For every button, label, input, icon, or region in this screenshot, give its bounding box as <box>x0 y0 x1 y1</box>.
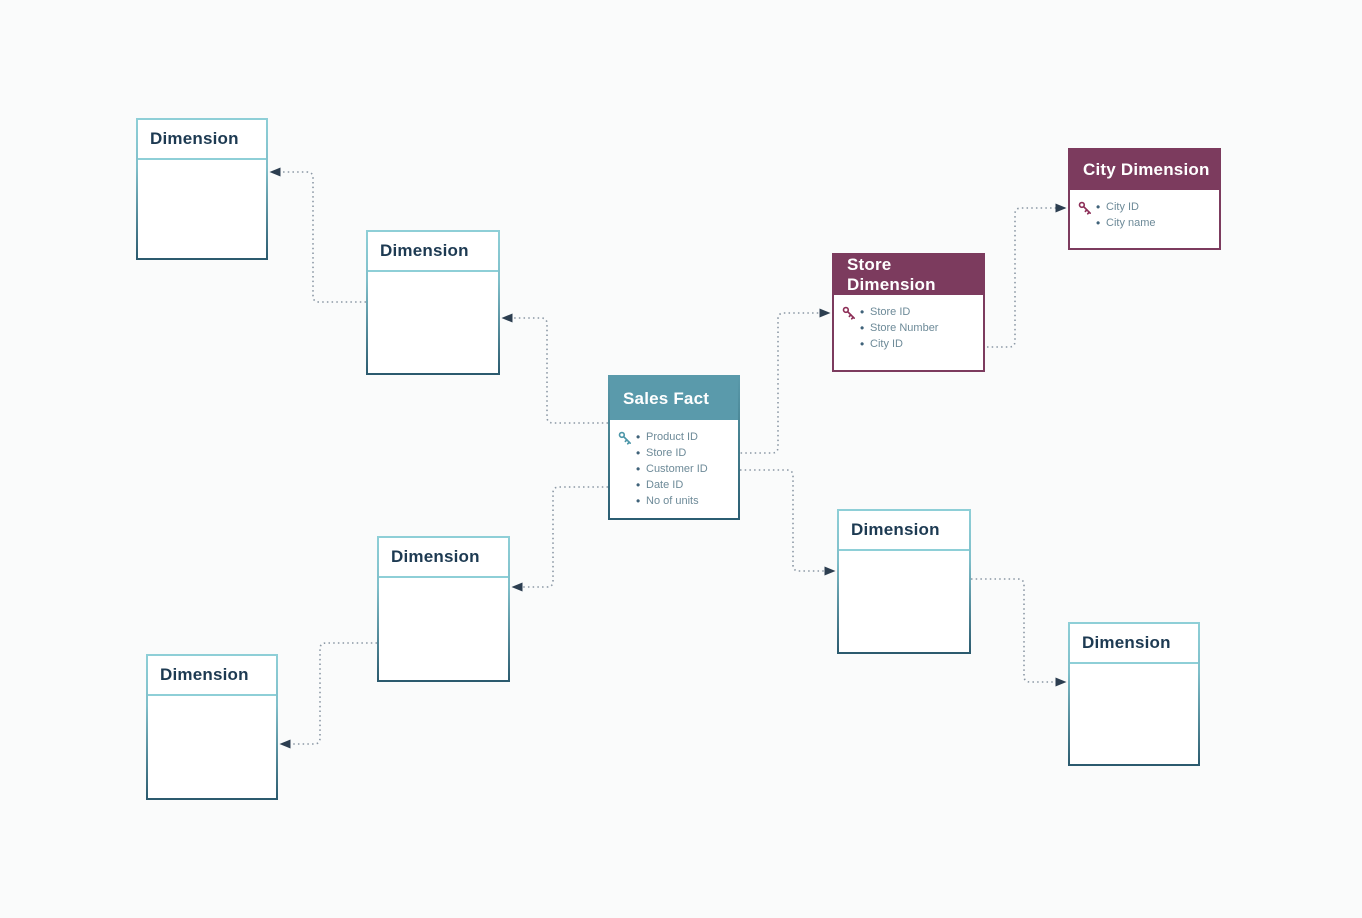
table-dimension-mid-left[interactable]: Dimension <box>377 536 510 682</box>
table-title: Dimension <box>380 241 469 260</box>
table-title: Dimension <box>851 520 940 539</box>
connector-salesfact-storedimension[interactable] <box>703 308 831 454</box>
table-header: City Dimension <box>1070 150 1219 190</box>
table-title: Dimension <box>391 547 480 566</box>
table-dimension-right[interactable]: Dimension <box>837 509 971 654</box>
key-icon <box>1078 201 1091 215</box>
connector-dimension-upper-left-top-left[interactable] <box>269 167 366 303</box>
table-dimension-top-left[interactable]: Dimension <box>136 118 268 260</box>
connector-dimension-mid-left-bottom-left[interactable] <box>279 642 377 749</box>
connector-salesfact-dimension-right[interactable] <box>740 469 836 576</box>
field-item[interactable]: City name <box>1096 215 1213 231</box>
field-item[interactable]: No of units <box>636 493 732 509</box>
table-header: Dimension <box>138 120 266 160</box>
table-title: City Dimension <box>1083 160 1210 179</box>
table-header: Dimension <box>1070 624 1198 664</box>
field-list: Store ID Store Number City ID <box>860 304 977 352</box>
table-header: Dimension <box>839 511 969 551</box>
field-item[interactable]: Product ID <box>636 429 732 445</box>
table-city-dimension[interactable]: City Dimension City ID City name <box>1068 148 1221 250</box>
connector-salesfact-dimension-upper-left[interactable] <box>501 313 608 424</box>
field-item[interactable]: Store ID <box>860 304 977 320</box>
field-item[interactable]: Date ID <box>636 477 732 493</box>
table-dimension-bottom-right[interactable]: Dimension <box>1068 622 1200 766</box>
field-item[interactable]: Store Number <box>860 320 977 336</box>
table-title: Dimension <box>150 129 239 148</box>
table-body: Product ID Store ID Customer ID Date ID … <box>610 420 738 517</box>
table-header: Dimension <box>368 232 498 272</box>
key-icon <box>618 431 631 445</box>
table-dimension-bottom-left[interactable]: Dimension <box>146 654 278 800</box>
field-item[interactable]: Store ID <box>636 445 732 461</box>
connector-storedimension-citydimension[interactable] <box>940 203 1067 348</box>
table-title: Dimension <box>160 665 249 684</box>
table-header: Sales Fact <box>610 377 738 420</box>
key-icon <box>842 306 855 320</box>
connector-salesfact-dimension-mid-left[interactable] <box>511 486 608 592</box>
table-body: Store ID Store Number City ID <box>834 295 983 360</box>
table-header: Dimension <box>148 656 276 696</box>
table-sales-fact[interactable]: Sales Fact Product ID Store ID Customer … <box>608 375 740 520</box>
table-title: Store Dimension <box>847 255 936 294</box>
table-header: Store Dimension <box>834 255 983 295</box>
field-item[interactable]: Customer ID <box>636 461 732 477</box>
table-title: Dimension <box>1082 633 1171 652</box>
table-store-dimension[interactable]: Store Dimension Store ID Store Number Ci… <box>832 253 985 372</box>
field-item[interactable]: City ID <box>860 336 977 352</box>
field-list: City ID City name <box>1096 199 1213 231</box>
connector-dimension-right-bottom-right[interactable] <box>971 578 1067 687</box>
table-dimension-upper-left[interactable]: Dimension <box>366 230 500 375</box>
field-item[interactable]: City ID <box>1096 199 1213 215</box>
table-header: Dimension <box>379 538 508 578</box>
table-title: Sales Fact <box>623 388 710 408</box>
field-list: Product ID Store ID Customer ID Date ID … <box>636 429 732 509</box>
table-body: City ID City name <box>1070 190 1219 239</box>
